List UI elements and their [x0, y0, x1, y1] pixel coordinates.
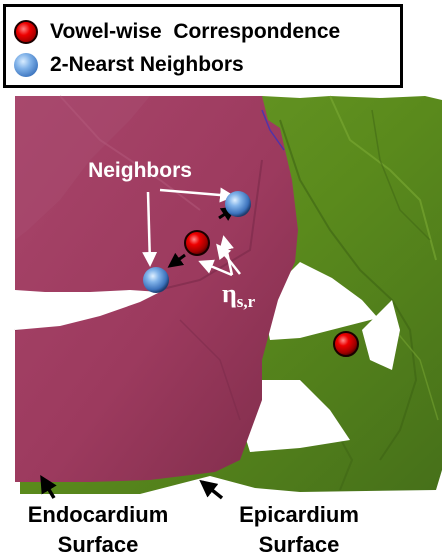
red-sphere-icon: [14, 20, 38, 44]
epicardium-caption: Epicardium Surface: [214, 500, 384, 560]
neighbor-sphere-upper: [225, 191, 251, 217]
eta-subscript: s,r: [237, 292, 256, 311]
legend-item-neighbors: 2-Nearst Neighbors: [14, 49, 244, 81]
legend-item-correspondence: Vowel-wise Correspondence: [14, 16, 340, 48]
neighbors-label: Neighbors: [88, 159, 192, 182]
correspondence-sphere-center: [185, 231, 209, 255]
legend-label: 2-Nearst Neighbors: [50, 53, 244, 77]
legend: Vowel-wise Correspondence 2-Nearst Neigh…: [3, 4, 403, 88]
eta-symbol: η: [222, 279, 237, 308]
correspondence-sphere-epicardium: [334, 332, 358, 356]
epicardium-caption-line1: Epicardium: [214, 500, 384, 530]
endocardium-caption: Endocardium Surface: [8, 500, 188, 560]
endocardium-caption-line1: Endocardium: [8, 500, 188, 530]
legend-label: Vowel-wise Correspondence: [50, 20, 340, 44]
blue-sphere-icon: [14, 53, 38, 77]
neighbor-sphere-lower: [143, 267, 169, 293]
